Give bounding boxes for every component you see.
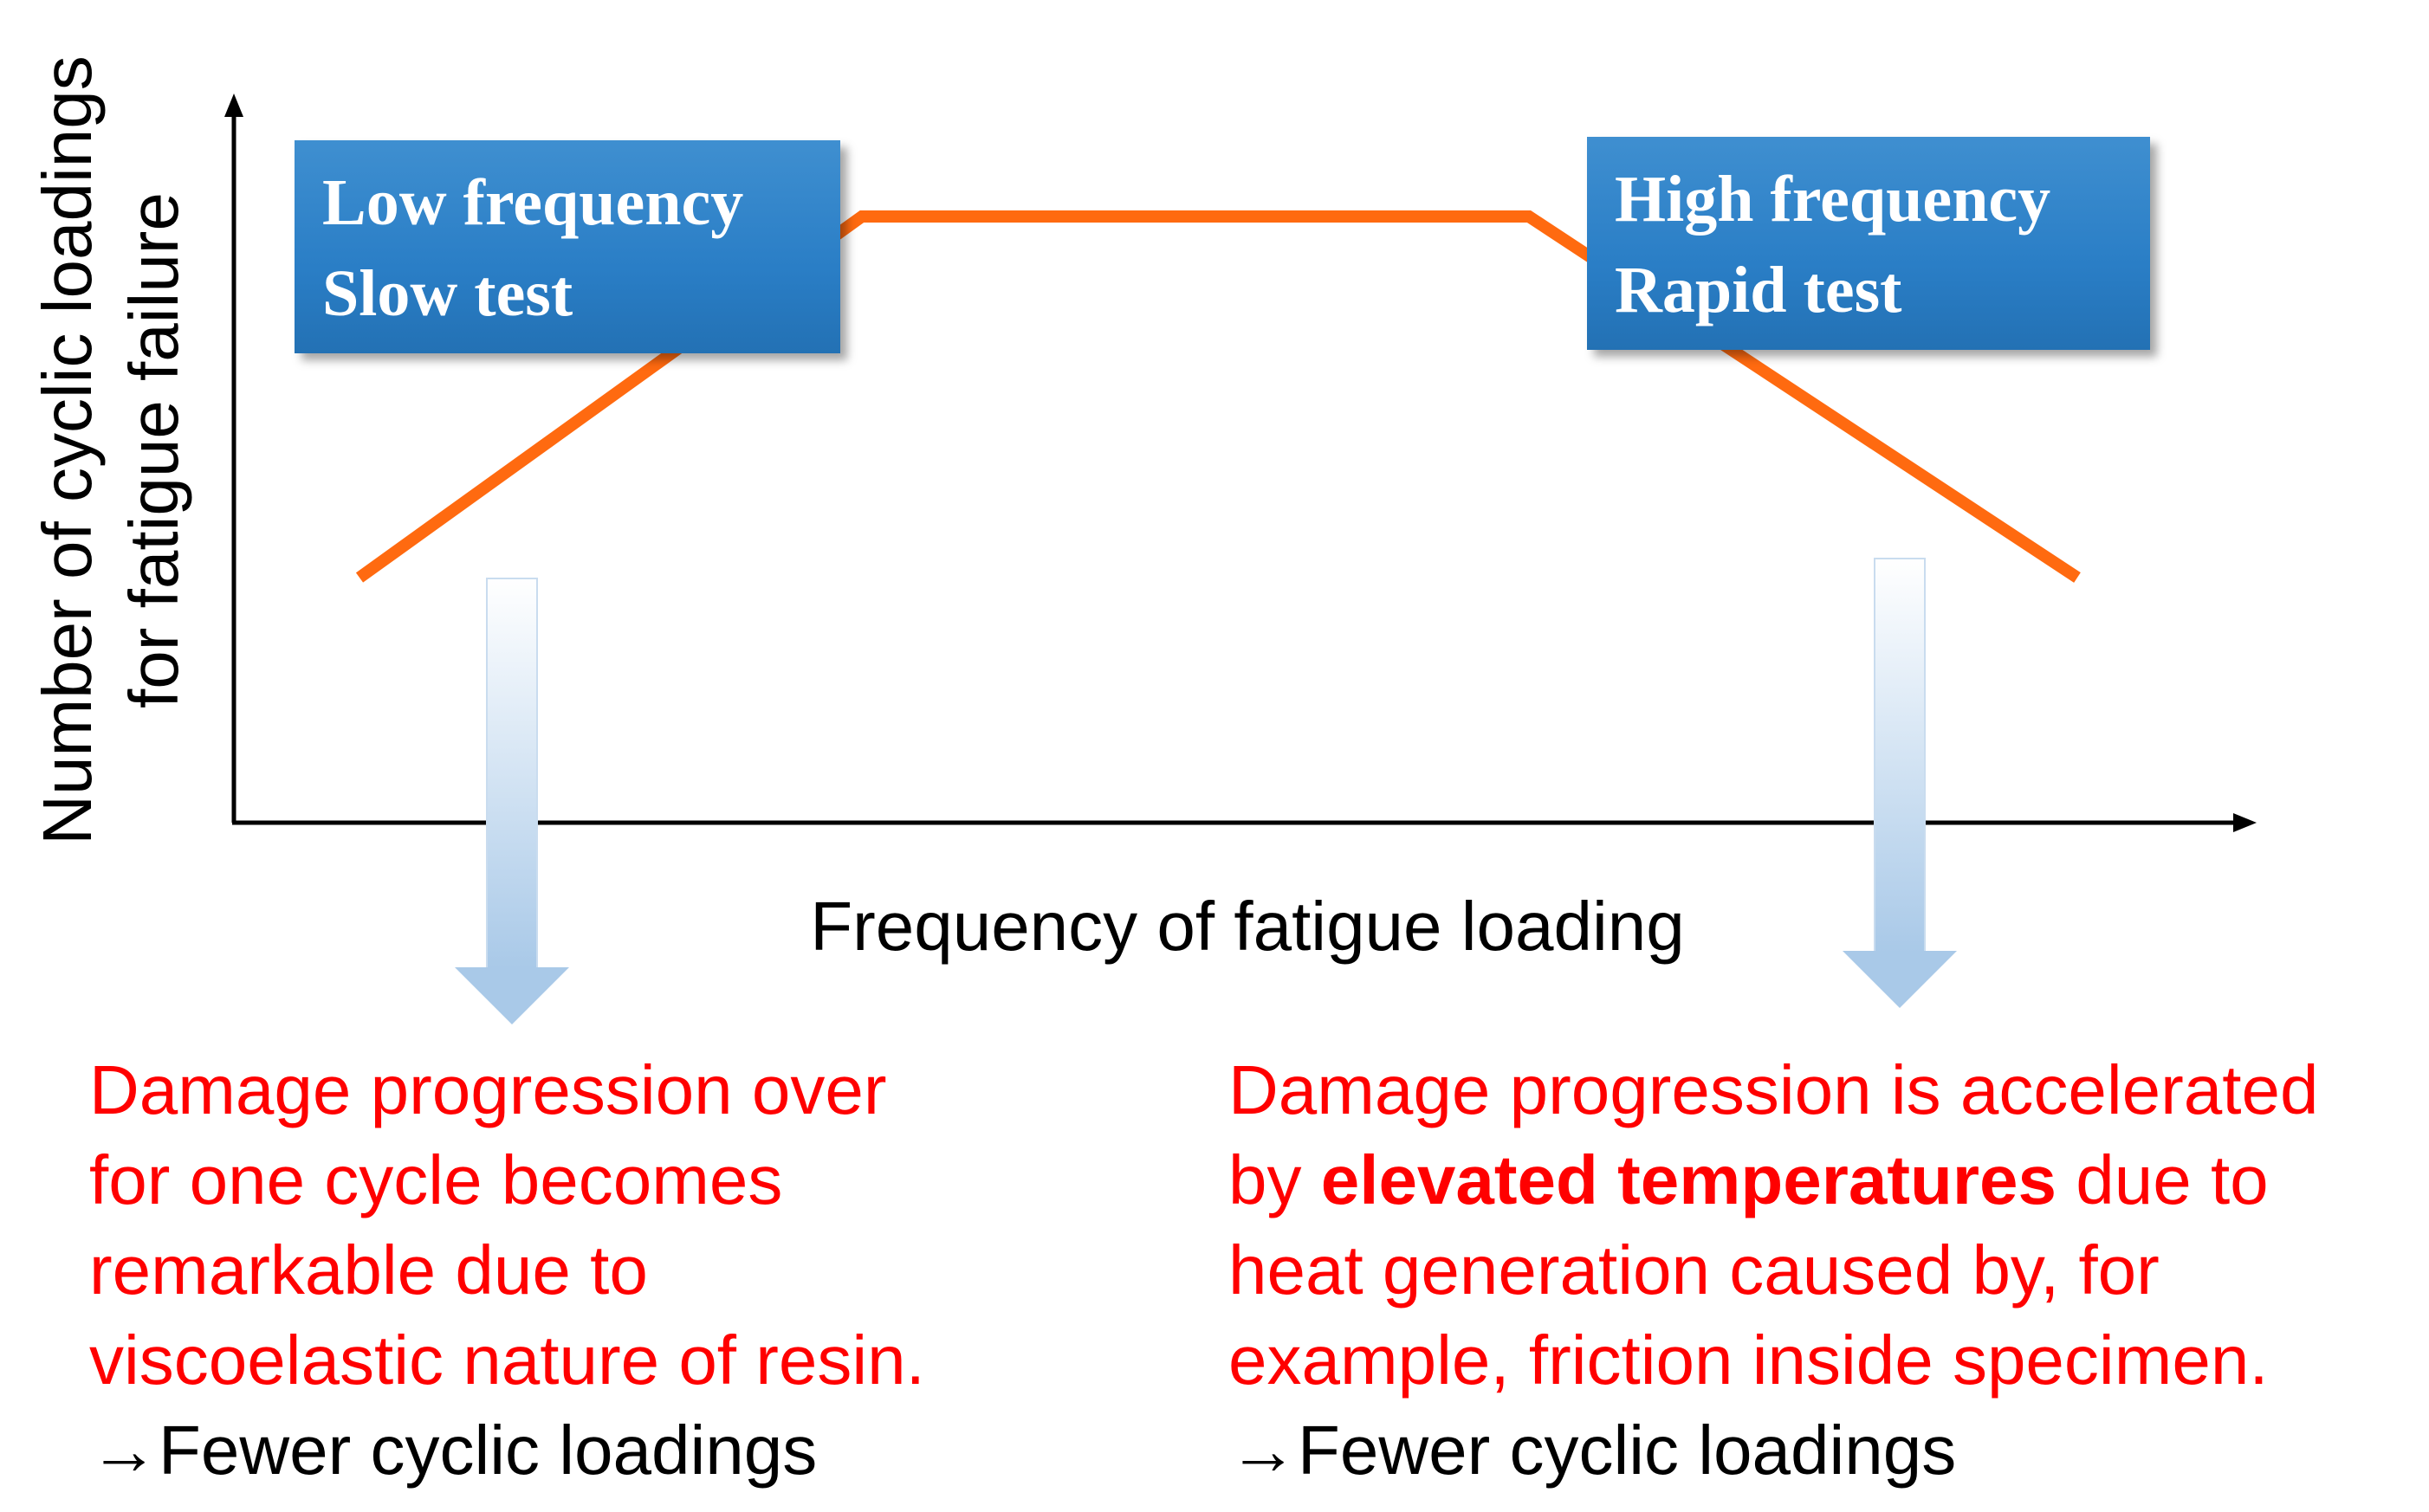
right-note-line-2-post: due to [2057,1141,2269,1218]
right-note-line-4: example, friction inside specimen. [1228,1321,2269,1399]
low-frequency-callout: Low frequency Slow test [295,140,840,353]
high-frequency-label: High frequency [1615,163,2051,236]
slow-test-label: Slow test [322,257,573,330]
elevated-temperatures-emphasis: elevated temperatures [1320,1141,2057,1218]
x-axis-label: Frequency of fatigue loading [810,888,1685,965]
right-arrow-head [1843,951,1957,1008]
left-note-result: →Fewer cyclic loadings [89,1412,818,1489]
y-axis-label-line-2: for fatigue failure [115,192,192,708]
high-frequency-explanation: Damage progression is accelerated by ele… [1228,1045,2318,1496]
left-note-line-1: Damage progression over [89,1051,887,1128]
right-note-line-3: heat generation caused by, for [1228,1231,2160,1308]
right-note-line-1: Damage progression is accelerated [1228,1051,2319,1128]
right-note-result: →Fewer cyclic loadings [1228,1412,1957,1489]
y-axis-label: Number of cyclic loadings for fatigue fa… [24,4,198,896]
high-frequency-callout: High frequency Rapid test [1587,137,2150,350]
right-note-line-2: by elevated temperatures due to [1228,1135,2318,1225]
low-frequency-explanation: Damage progression over for one cycle be… [89,1045,925,1496]
rapid-test-label: Rapid test [1615,254,1902,326]
left-note-line-3: remarkable due to [89,1231,648,1308]
left-arrow-head [455,967,569,1024]
left-down-arrow [455,578,569,1024]
x-axis-arrowhead [2233,813,2257,832]
fatigue-life-curve [355,210,2081,583]
right-arrow-shaft [1874,558,1926,953]
low-frequency-label: Low frequency [322,166,744,239]
right-down-arrow [1843,558,1957,1008]
right-note-line-2-pre: by [1228,1141,1321,1218]
y-axis-arrowhead [224,94,243,117]
y-axis-label-line-1: Number of cyclic loadings [29,55,106,845]
left-arrow-shaft [486,578,538,969]
left-note-line-4: viscoelastic nature of resin. [89,1321,925,1399]
left-note-line-2: for one cycle becomes [89,1141,783,1218]
